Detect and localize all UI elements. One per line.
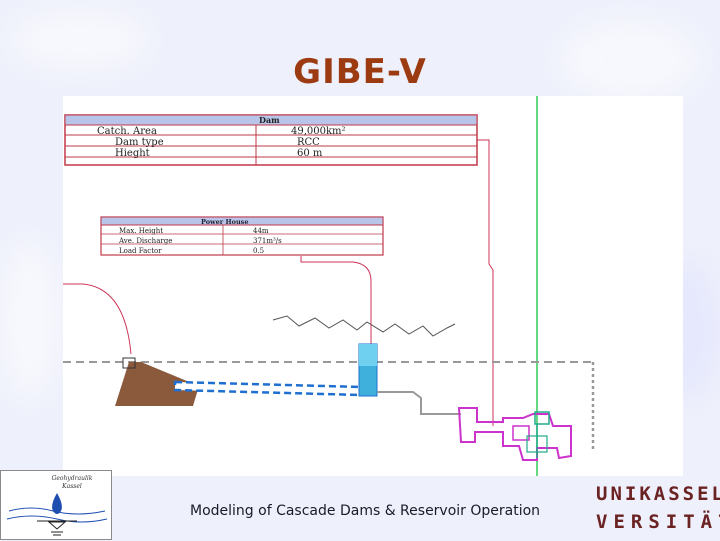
dam-leader-line <box>477 139 494 426</box>
background-blob <box>0 240 60 400</box>
dam-table-heading: Dam <box>259 115 280 125</box>
background-blob <box>560 20 700 100</box>
geohydraulik-logo: Geohydraulik Kassel <box>0 470 112 540</box>
catchment-leader-line <box>63 283 132 355</box>
dam-row-value: RCC <box>297 137 320 148</box>
dam-crest-gate <box>122 357 136 369</box>
powerhouse-row-value: 0.5 <box>253 247 264 255</box>
powerhouse-row-value: 44m <box>253 227 269 235</box>
dam-row-value: 49,000km² <box>291 126 346 137</box>
uni-kassel-logo: UNIKASSEL VERSITÄT <box>596 480 720 540</box>
footer-caption: Modeling of Cascade Dams & Reservoir Ope… <box>190 503 541 519</box>
logo-left-line2: Kassel <box>62 483 82 490</box>
powerhouse-row-label: Ave. Discharge <box>118 237 172 245</box>
penstock-pipe <box>377 391 461 415</box>
headrace-tunnel <box>173 380 363 397</box>
powerhouse-row-label: Max. Height <box>119 227 163 235</box>
dam-diagram-svg: Dam Catch. Area 49,000km² Dam type RCC H… <box>63 96 595 476</box>
dam-row-label: Hieght <box>115 148 150 159</box>
terrain-profile-line <box>272 315 456 337</box>
water-drop-icon <box>6 493 108 536</box>
powerhouse-row-label: Load Factor <box>119 247 162 255</box>
logo-left-line1: Geohydraulik <box>51 475 93 482</box>
powerhouse-row-value: 371m³/s <box>253 237 282 245</box>
uni-logo-line1: UNIKASSEL <box>596 483 720 505</box>
dam-diagram: Dam Catch. Area 49,000km² Dam type RCC H… <box>63 96 683 476</box>
surge-tank-top <box>359 344 377 366</box>
background-blob <box>10 10 150 70</box>
dam-body <box>115 362 199 406</box>
dam-row-label: Dam type <box>115 137 164 148</box>
uni-logo-line2: VERSITÄT <box>596 511 720 533</box>
slide-title: GIBE-V <box>293 52 427 92</box>
dam-row-label: Catch. Area <box>97 126 157 137</box>
dam-info-table: Dam Catch. Area 49,000km² Dam type RCC H… <box>64 114 478 166</box>
powerhouse-info-table: Power House Max. Height 44m Ave. Dischar… <box>100 216 384 256</box>
dam-row-value: 60 m <box>297 148 323 159</box>
powerhouse-leader-line <box>300 256 372 352</box>
powerhouse-turbine <box>457 407 572 461</box>
powerhouse-table-heading: Power House <box>201 218 248 226</box>
